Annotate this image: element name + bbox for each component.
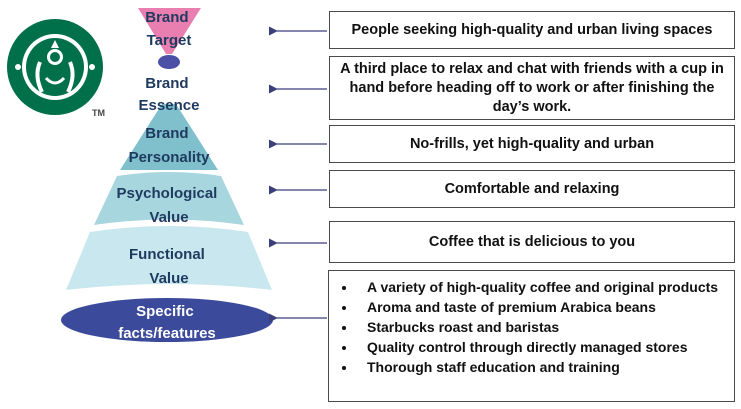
functional-value-text: Coffee that is delicious to you — [428, 233, 636, 250]
specific-facts-list: A variety of high-quality coffee and ori… — [335, 277, 726, 377]
brand-target-label: Brand Target — [145, 9, 193, 49]
fact-item: A variety of high-quality coffee and ori… — [357, 277, 726, 297]
functional-value-label: Functional Value — [129, 246, 209, 287]
fact-item: Quality control through directly managed… — [357, 337, 726, 357]
brand-essence-label: Brand Essence — [139, 75, 200, 114]
psychological-value-label: Psychological Value — [116, 185, 221, 226]
brand-target-text: People seeking high-quality and urban li… — [351, 21, 713, 38]
brand-target-shape — [138, 8, 201, 54]
fact-item: Starbucks roast and baristas — [357, 317, 726, 337]
brand-personality-shape — [120, 104, 218, 170]
fact-item: Aroma and taste of premium Arabica beans — [357, 297, 726, 317]
brand-personality-box: No-frills, yet high-quality and urban — [329, 125, 735, 163]
specific-facts-label: Specific facts/features — [118, 303, 216, 342]
functional-value-shape — [66, 226, 272, 290]
brand-essence-connector — [158, 55, 180, 69]
brand-essence-text: A third place to relax and chat with fri… — [340, 60, 724, 115]
starbucks-logo — [7, 19, 103, 115]
psychological-value-text: Comfortable and relaxing — [444, 180, 620, 197]
specific-facts-shape — [61, 298, 273, 342]
brand-personality-text: No-frills, yet high-quality and urban — [409, 135, 655, 152]
functional-value-box: Coffee that is delicious to you — [329, 221, 735, 263]
brand-target-box: People seeking high-quality and urban li… — [329, 11, 735, 49]
trademark-mark: TM — [92, 108, 105, 118]
psychological-value-shape — [94, 172, 244, 225]
fact-item: Thorough staff education and training — [357, 357, 726, 377]
brand-essence-box: A third place to relax and chat with fri… — [329, 56, 735, 120]
brand-personality-label: Brand Personality — [129, 125, 211, 166]
psychological-value-box: Comfortable and relaxing — [329, 170, 735, 208]
specific-facts-box: A variety of high-quality coffee and ori… — [328, 270, 735, 402]
